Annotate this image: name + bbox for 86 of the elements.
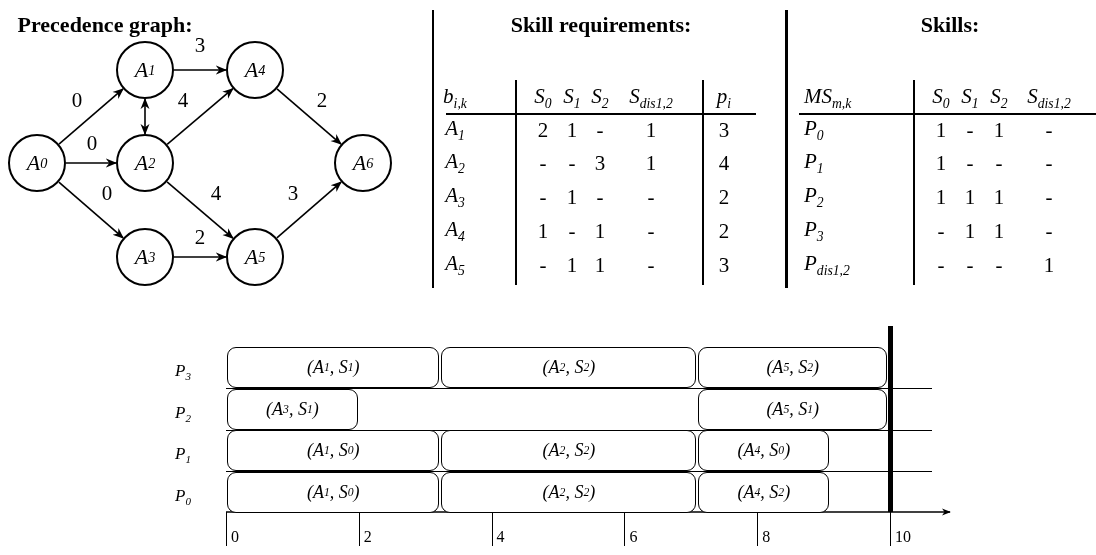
table-value: 1 — [1043, 254, 1055, 276]
table-value: 3 — [718, 119, 730, 141]
table-value: 2 — [537, 119, 549, 141]
row-header: P$_{2}$ — [804, 184, 824, 210]
table-value: 3 — [718, 254, 730, 276]
table-value: - — [596, 186, 604, 208]
table-value: 1 — [566, 119, 578, 141]
arrow — [276, 88, 342, 145]
row-header: A$_{3}$ — [445, 184, 465, 210]
table-value: 1 — [566, 254, 578, 276]
column-header: S$_{0}$ — [932, 85, 950, 111]
column-header: S$_{2}$ — [990, 85, 1008, 111]
table-value: 4 — [718, 152, 730, 174]
row-header: A$_{4}$ — [445, 218, 465, 244]
column-header: p$_{i}$ — [716, 85, 732, 111]
tick-label: 8 — [762, 528, 771, 546]
table-value: - — [966, 119, 974, 141]
table-value: 2 — [718, 220, 730, 242]
column-header: S$_{1}$ — [563, 85, 581, 111]
table-value: 1 — [645, 119, 657, 141]
table-value: - — [995, 254, 1003, 276]
table-value: 1 — [645, 152, 657, 174]
row-header: P$_{0}$ — [804, 117, 824, 143]
table-value: 1 — [993, 220, 1005, 242]
table-value: 1 — [594, 254, 606, 276]
row-label: P$_{1}$ — [175, 444, 191, 465]
table-value: - — [966, 152, 974, 174]
column-header: b$_{i,k}$ — [443, 85, 467, 111]
table-value: - — [647, 186, 655, 208]
column-header: S$_{1}$ — [961, 85, 979, 111]
row-header: A$_{5}$ — [445, 252, 465, 278]
table-value: 1 — [993, 119, 1005, 141]
table-value: 1 — [537, 220, 549, 242]
table-value: - — [647, 220, 655, 242]
row-label: P$_{2}$ — [175, 403, 191, 424]
table-value: - — [539, 152, 547, 174]
table-value: - — [1045, 119, 1053, 141]
row-header: A$_{1}$ — [445, 117, 465, 143]
arrow — [58, 181, 124, 239]
table-value: - — [966, 254, 974, 276]
section-heading: Skill requirements: — [510, 12, 692, 38]
table-value: - — [995, 152, 1003, 174]
table-value: 3 — [594, 152, 606, 174]
table-value: - — [1045, 186, 1053, 208]
column-header: MS$_{m,k}$ — [804, 85, 852, 111]
table-value: 1 — [566, 186, 578, 208]
table-value: 2 — [718, 186, 730, 208]
table-value: 1 — [964, 220, 976, 242]
table-value: - — [568, 152, 576, 174]
table-value: 1 — [993, 186, 1005, 208]
row-label: P$_{0}$ — [175, 486, 191, 507]
table-value: - — [596, 119, 604, 141]
table-value: - — [937, 220, 945, 242]
tick-label: 0 — [231, 528, 239, 546]
row-header: A$_{2}$ — [445, 150, 465, 176]
table-value: - — [568, 220, 576, 242]
tick-label: 4 — [496, 528, 505, 546]
table-value: 1 — [964, 186, 976, 208]
table-value: 1 — [935, 152, 947, 174]
column-header: S$_{0}$ — [534, 85, 552, 111]
arrow — [166, 181, 234, 239]
arrow — [173, 65, 228, 75]
table-value: 1 — [594, 220, 606, 242]
row-header: P$_{1}$ — [804, 150, 824, 176]
tick-label: 10 — [895, 528, 911, 546]
tick-label: 6 — [629, 528, 638, 546]
table-value: 1 — [935, 186, 947, 208]
arrow — [58, 88, 124, 145]
table-value: - — [1045, 152, 1053, 174]
arrow — [65, 158, 118, 168]
arrow — [166, 87, 234, 146]
table-value: - — [539, 186, 547, 208]
row-label: P$_{3}$ — [175, 361, 191, 382]
arrow — [140, 97, 150, 136]
table-value: - — [1045, 220, 1053, 242]
column-header: S$_{2}$ — [591, 85, 609, 111]
table-value: - — [647, 254, 655, 276]
table-value: - — [937, 254, 945, 276]
table-value: - — [539, 254, 547, 276]
section-heading: Skills: — [920, 12, 980, 38]
arrow — [276, 181, 342, 239]
row-header: P$_{3}$ — [804, 218, 824, 244]
tick-label: 2 — [363, 528, 372, 546]
arrow — [173, 252, 228, 262]
section-heading: Precedence graph: — [17, 12, 193, 38]
table-value: 1 — [935, 119, 947, 141]
